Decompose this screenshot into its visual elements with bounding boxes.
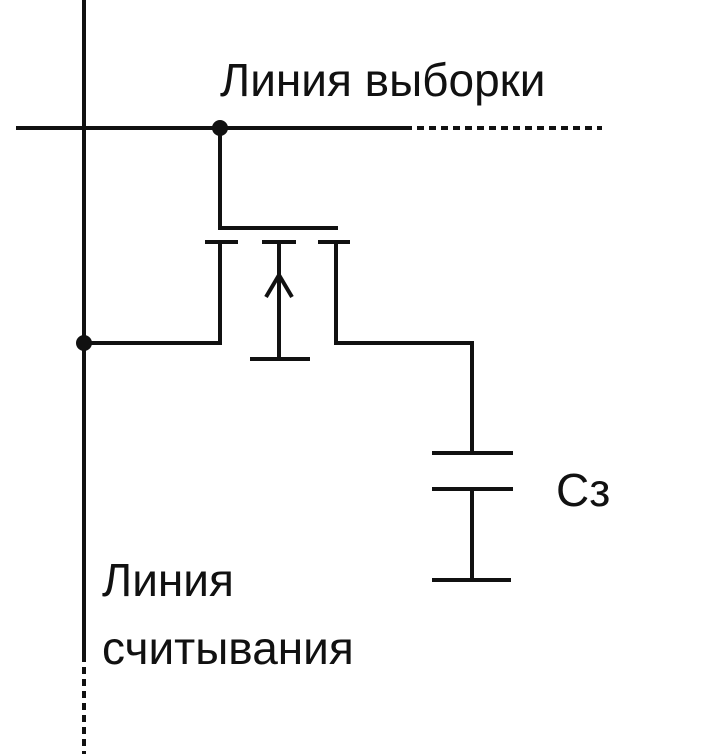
substrate-arrow [250, 244, 310, 361]
read-line-label-line1: Линия [102, 554, 234, 606]
drain-wire [334, 242, 474, 453]
select-line-label: Линия выборки [220, 54, 546, 106]
capacitor-label: Сз [556, 464, 611, 516]
source-wire [84, 242, 222, 345]
read-line-label-line2: считывания [102, 622, 354, 674]
storage-capacitor [432, 451, 513, 582]
gate-wire [218, 128, 338, 230]
